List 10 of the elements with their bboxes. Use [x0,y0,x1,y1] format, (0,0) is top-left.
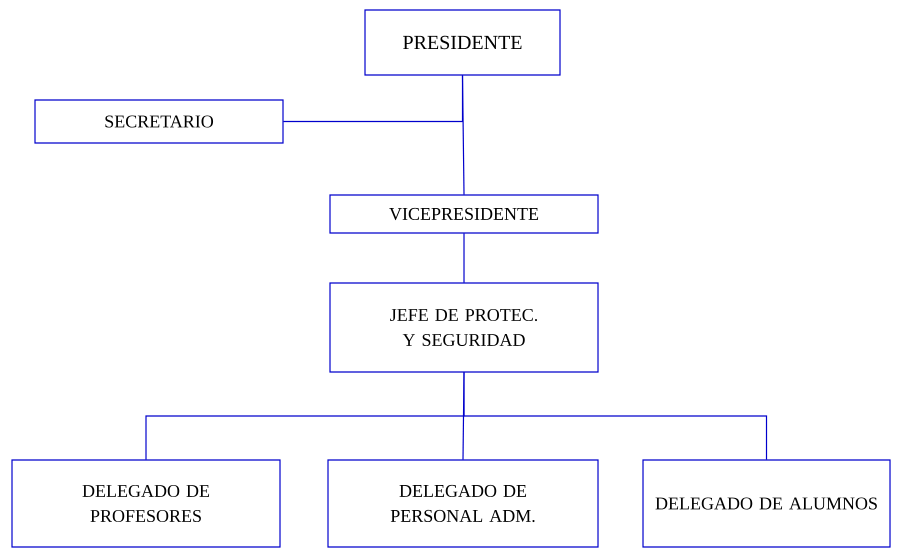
org-box: SECRETARIO [34,99,284,144]
org-box: PRESIDENTE [364,9,561,76]
org-box: VICEPRESIDENTE [329,194,599,234]
org-box: DELEGADO DE PROFESORES [11,459,281,548]
connector-line [284,76,464,122]
org-box: DELEGADO DE ALUMNOS [642,459,891,548]
connector-line [463,234,465,282]
org-box: DELEGADO DE PERSONAL ADM. [327,459,599,548]
connector-line [463,372,768,460]
org-box: JEFE DE PROTEC. Y SEGURIDAD [329,282,599,373]
